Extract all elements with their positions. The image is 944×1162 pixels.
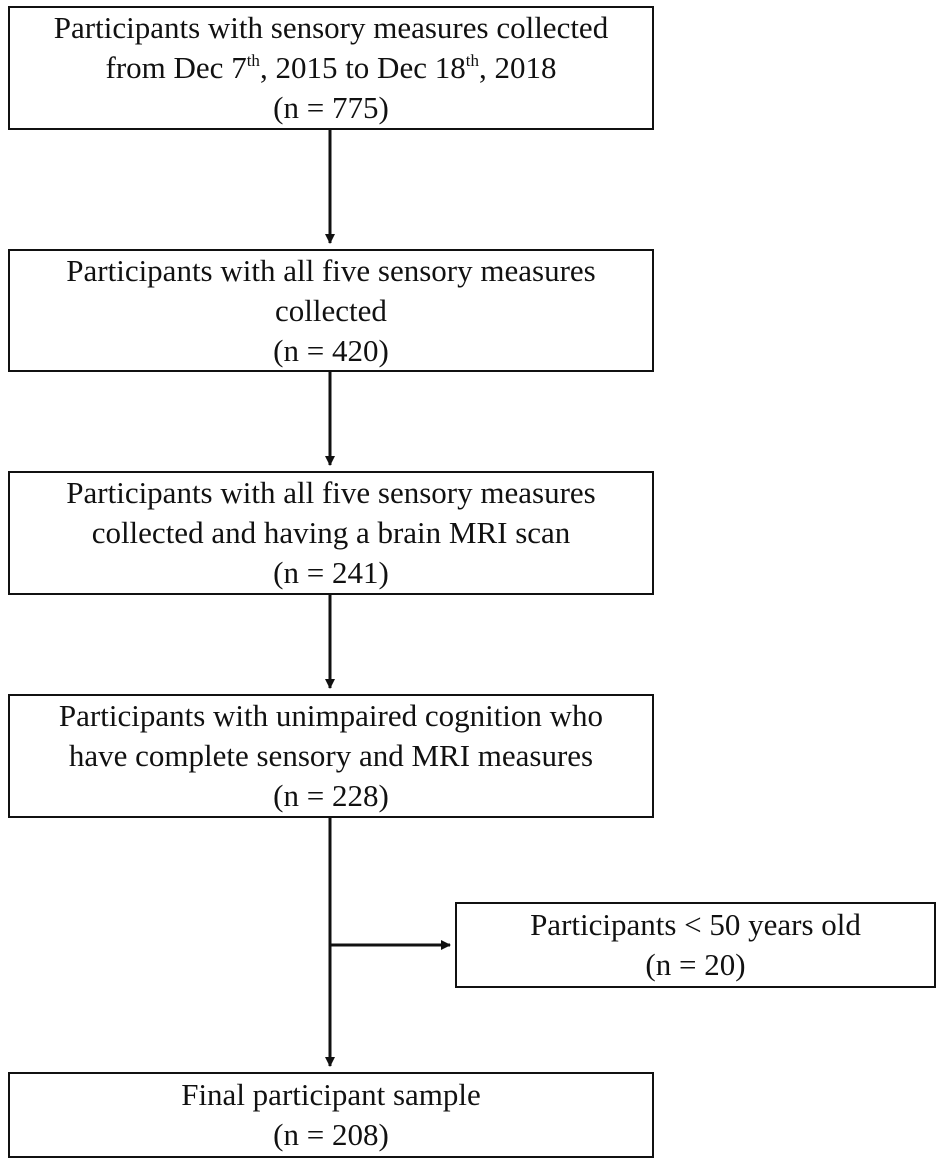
box-line: collected: [275, 292, 387, 328]
box-all-five-measures: Participants with all five sensory measu…: [8, 249, 654, 372]
box-measures-and-mri: Participants with all five sensory measu…: [8, 471, 654, 595]
box-line: collected and having a brain MRI scan: [91, 515, 571, 550]
ordinal-suffix: th: [465, 51, 479, 70]
box-final-sample: Final participant sample (n = 208): [8, 1072, 654, 1158]
box-line: Participants with all five sensory measu…: [66, 475, 596, 510]
count-label: (n = 228): [273, 778, 389, 813]
count-label: (n = 775): [273, 90, 389, 125]
date-range-text: , 2015 to Dec 18: [259, 50, 466, 85]
count-label: (n = 241): [273, 555, 389, 590]
ordinal-suffix: th: [246, 51, 260, 70]
box-sensory-measures-collected: Participants with sensory measures colle…: [8, 6, 654, 130]
box-line: Participants < 50 years old: [530, 907, 861, 942]
date-range-text: from Dec 7: [105, 50, 247, 85]
box-unimpaired-cognition: Participants with unimpaired cognition w…: [8, 694, 654, 818]
date-range-line: from Dec 7th, 2015 to Dec 18th, 2018: [106, 48, 557, 88]
box-line: have complete sensory and MRI measures: [68, 738, 594, 773]
box-line: Participants with unimpaired cognition w…: [58, 698, 604, 733]
count-label: (n = 20): [645, 947, 746, 982]
count-label: (n = 208): [273, 1117, 389, 1152]
box-exclusion-under-50: Participants < 50 years old (n = 20): [455, 902, 936, 988]
box-line: Participants with sensory measures colle…: [53, 10, 609, 45]
date-range-text: , 2018: [478, 50, 557, 85]
count-label: (n = 420): [273, 332, 389, 368]
box-line: Final participant sample: [181, 1077, 481, 1112]
box-line: Participants with all five sensory measu…: [66, 252, 596, 288]
